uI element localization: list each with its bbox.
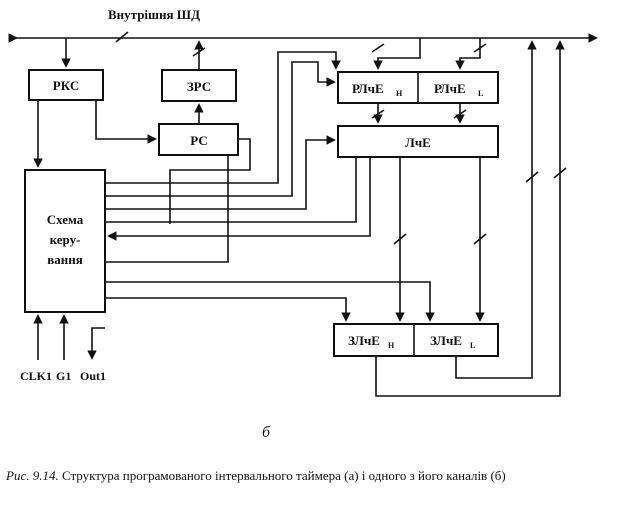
svg-text:L: L <box>478 89 483 98</box>
svg-text:CLK1: CLK1 <box>20 369 52 383</box>
figure-caption: Рис. 9.14. Структура програмованого інте… <box>6 466 618 486</box>
svg-text:РС: РС <box>190 133 208 148</box>
svg-text:Н: Н <box>388 341 395 350</box>
pin-clk1: CLK1 <box>20 314 52 383</box>
control-scheme-block: Схема керу- вання <box>24 169 106 313</box>
svg-text:L: L <box>470 341 475 350</box>
caption-prefix: Рис. 9.14. <box>6 468 59 483</box>
svg-text:ЗЛчЕ: ЗЛчЕ <box>430 333 462 348</box>
rks-block: РКС <box>28 69 104 101</box>
lce-block: ЛчЕ <box>337 125 499 158</box>
svg-text:Out1: Out1 <box>80 369 106 383</box>
pin-out1: Out1 <box>80 327 106 383</box>
rs-block: РС <box>158 123 239 156</box>
zlce-block: ЗЛчЕ Н ЗЛчЕ L <box>333 323 499 357</box>
svg-text:вання: вання <box>47 252 83 267</box>
svg-text:РКС: РКС <box>53 78 79 93</box>
svg-text:РЛчЕ: РЛчЕ <box>352 81 384 96</box>
svg-text:ЗРС: ЗРС <box>187 79 211 94</box>
caption-text: Структура програмованого інтервального т… <box>58 468 506 483</box>
svg-text:Схема: Схема <box>47 212 84 227</box>
svg-text:РЛчЕ: РЛчЕ <box>434 81 466 96</box>
svg-text:ЛчЕ: ЛчЕ <box>405 135 431 150</box>
sub-figure-label: б <box>262 424 271 441</box>
zrs-block: ЗРС <box>161 69 237 102</box>
svg-text:ЗЛчЕ: ЗЛчЕ <box>348 333 380 348</box>
pin-g1: G1 <box>56 314 71 383</box>
internal-data-bus: Внутрішня ШД <box>8 7 598 43</box>
svg-text:керу-: керу- <box>50 232 81 247</box>
rlce-block: РЛчЕ Н РЛчЕ L <box>337 71 499 104</box>
svg-text:Н: Н <box>396 89 403 98</box>
bus-label: Внутрішня ШД <box>108 7 200 22</box>
svg-text:G1: G1 <box>56 369 71 383</box>
